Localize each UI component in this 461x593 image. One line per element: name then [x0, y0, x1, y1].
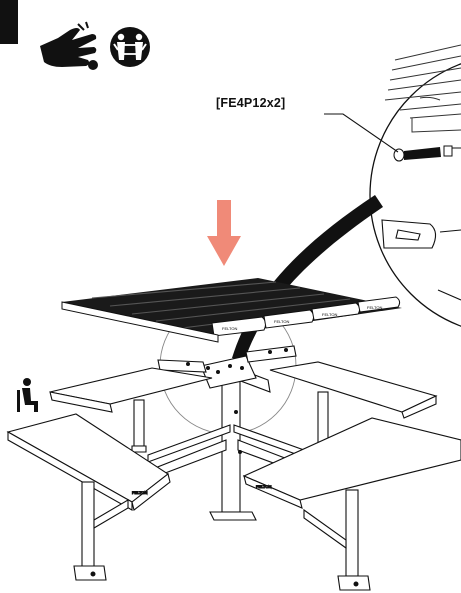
brand-plate: FELTON — [222, 326, 238, 331]
brand-plate: FELTON — [367, 305, 383, 310]
table-top: FELTON FELTON FELTON FELTON — [61, 278, 402, 343]
label-leader-line — [324, 113, 399, 153]
feet — [90, 571, 359, 587]
detail-magnifier — [369, 44, 461, 327]
brand-plate: FELTON — [274, 319, 290, 324]
brand-plates: FELTON FELTON FELTON FELTON — [222, 305, 383, 331]
brand-plate: FELTON — [322, 312, 338, 317]
hand-pinch-warning-icon — [40, 21, 98, 70]
bolt-icon — [393, 145, 461, 162]
part-number-label: [FE4P12x2] — [216, 96, 286, 110]
bench-left-back — [49, 367, 213, 453]
bench-left-front: FELTON — [6, 413, 171, 581]
corner-tab — [0, 0, 18, 44]
pedestal — [147, 345, 319, 521]
bench-right-back — [269, 361, 438, 451]
brand-plate: FELTON — [132, 490, 148, 495]
two-person-lift-icon — [110, 27, 150, 67]
brand-plate: FELTON — [256, 484, 272, 489]
seated-person-icon — [17, 378, 38, 412]
bolt-holes — [186, 348, 288, 454]
bench-right-front: FELTON — [242, 417, 461, 591]
down-arrow-icon — [207, 200, 241, 266]
magnifier-connector — [232, 195, 383, 362]
